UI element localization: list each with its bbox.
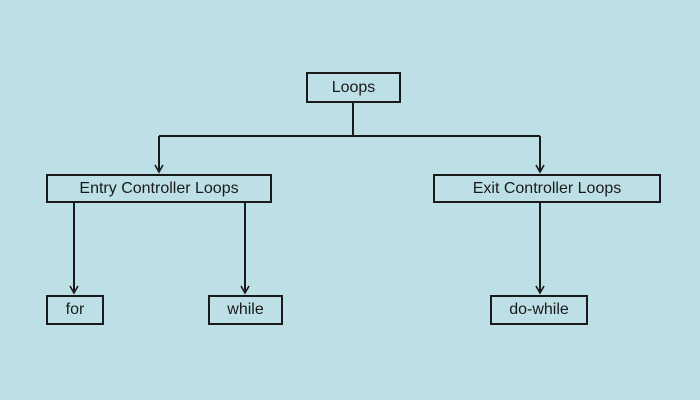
node-for: for [46, 295, 104, 325]
node-exit-controller-loops: Exit Controller Loops [433, 174, 661, 203]
node-while: while [208, 295, 283, 325]
node-loops: Loops [306, 72, 401, 103]
node-entry-controller-loops: Entry Controller Loops [46, 174, 272, 203]
node-do-while: do-while [490, 295, 588, 325]
